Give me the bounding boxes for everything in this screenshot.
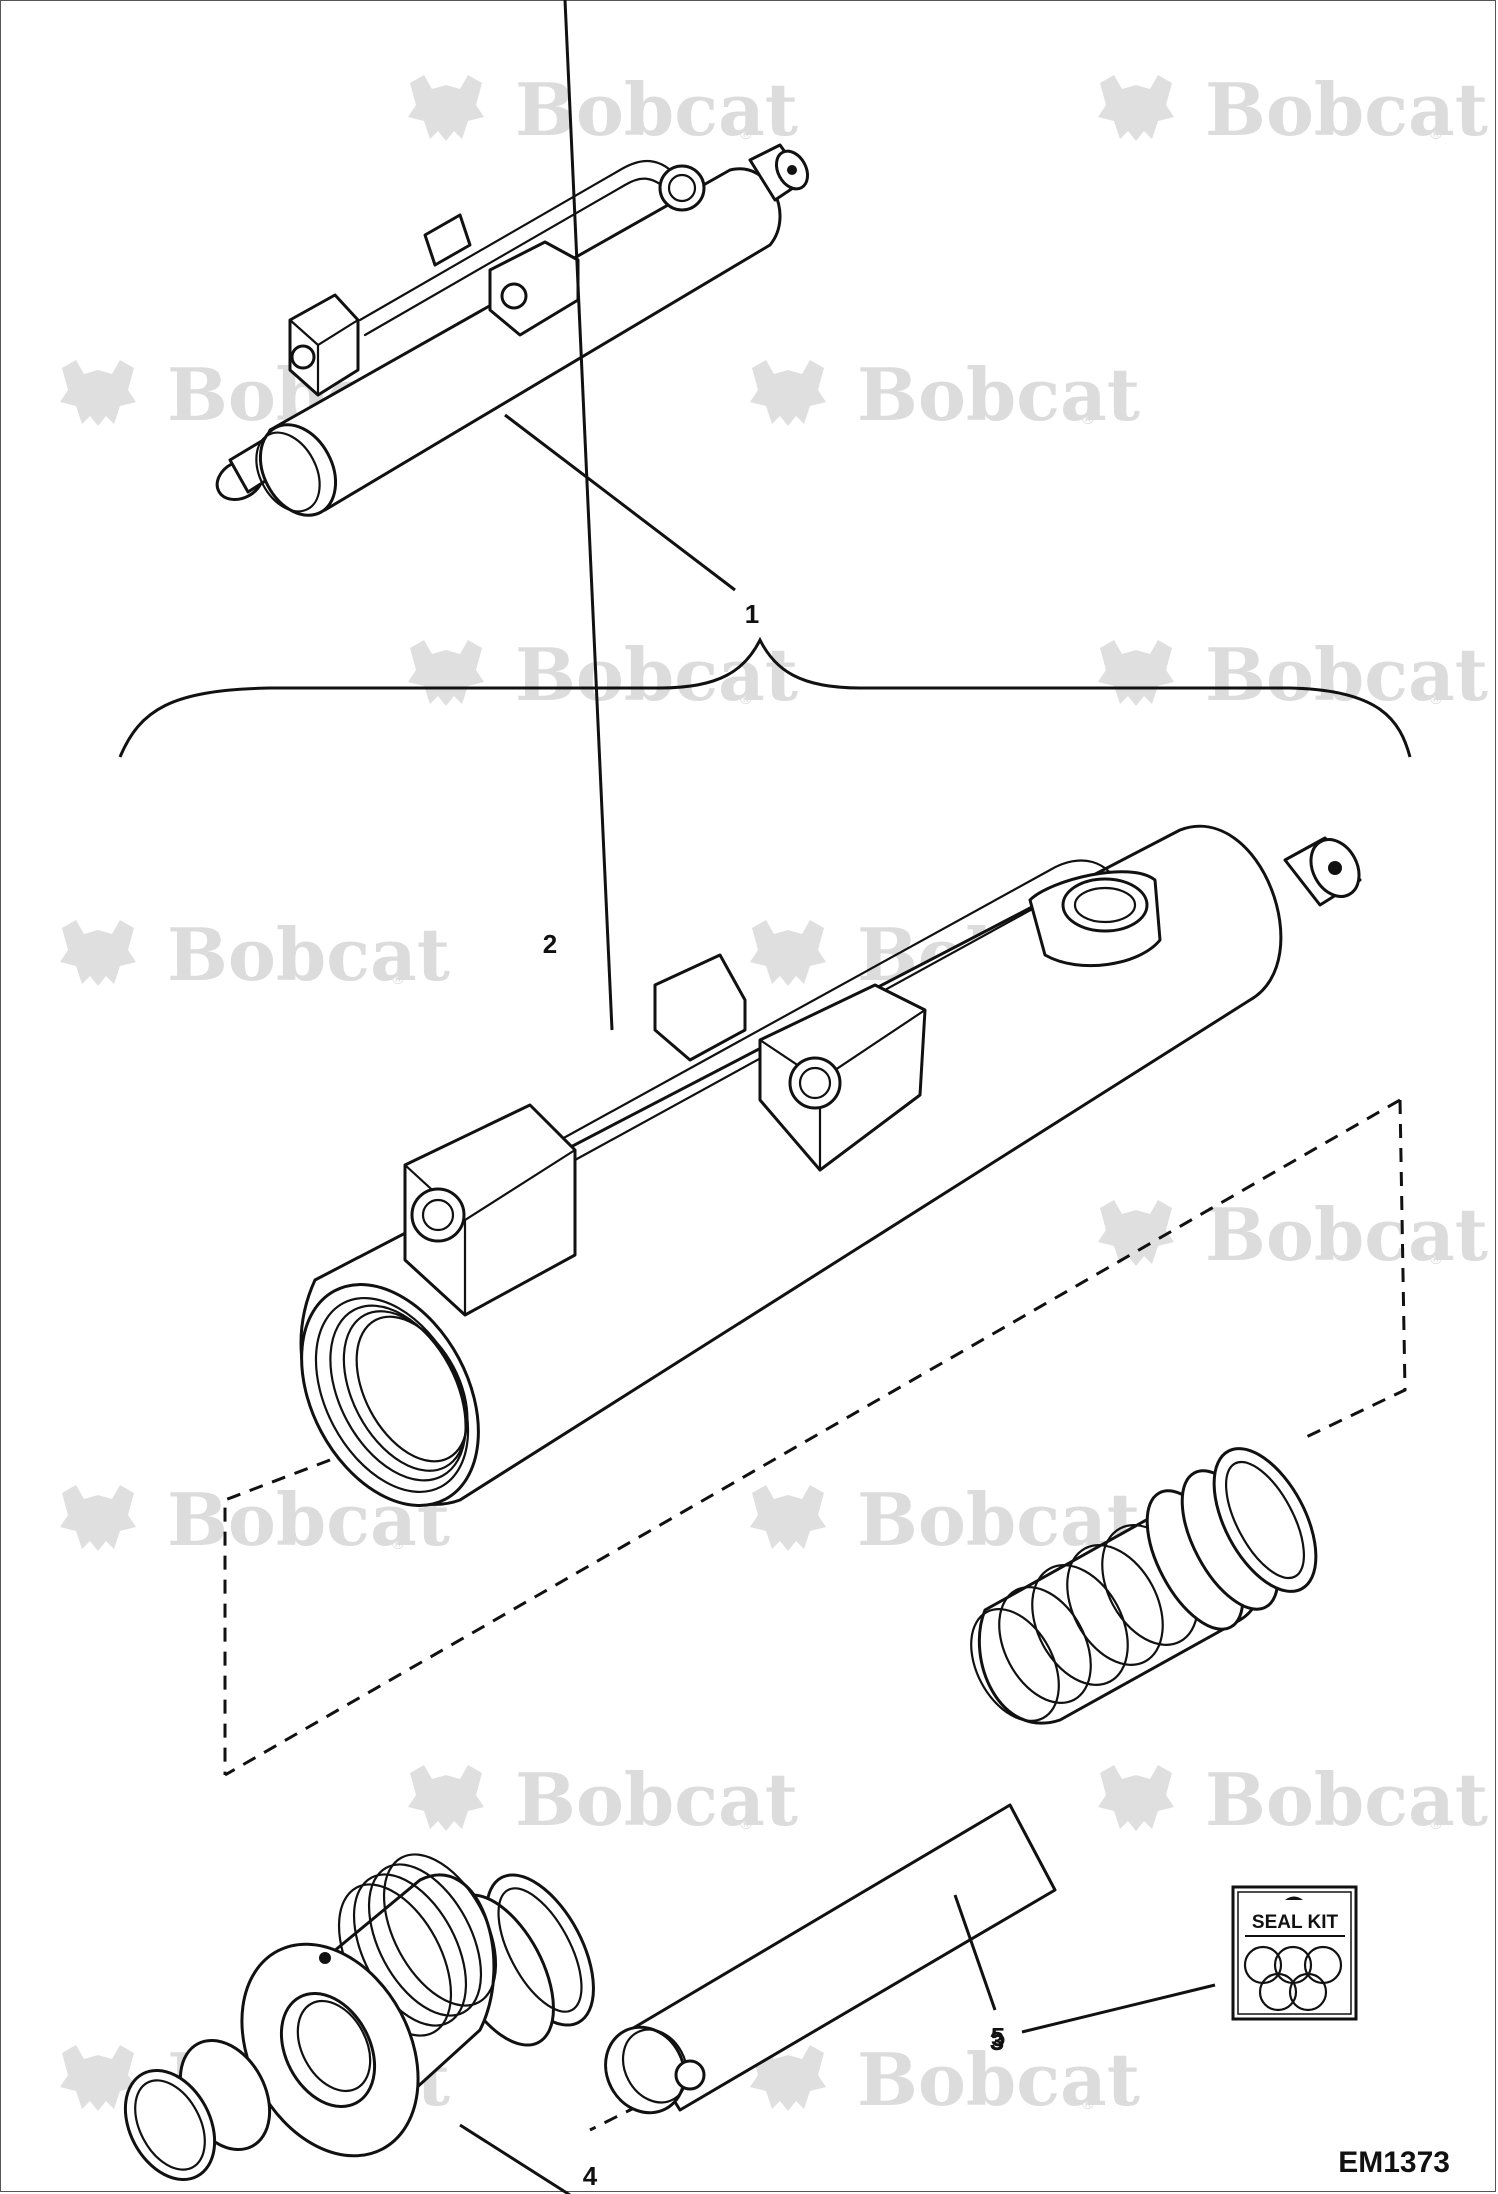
leader-line-5: [1021, 1983, 1216, 2034]
svg-text:®: ®: [392, 971, 404, 988]
svg-text:Bobcat: Bobcat: [857, 352, 1140, 437]
svg-text:®: ®: [740, 691, 752, 708]
svg-text:®: ®: [1082, 2096, 1094, 2113]
watermark: Bobcat®: [750, 352, 1140, 437]
svg-text:Bobcat: Bobcat: [1205, 67, 1488, 152]
watermark: Bobcat®: [750, 2037, 1140, 2122]
svg-text:Bobcat: Bobcat: [515, 632, 798, 717]
callout-5: 5: [991, 2022, 1005, 2052]
leader-line-2: [563, 0, 614, 1031]
callout-2: 2: [543, 929, 557, 959]
svg-text:®: ®: [1430, 691, 1442, 708]
cylinder-barrel: [299, 824, 1362, 1507]
leader-line-3: [953, 1894, 997, 2011]
callout-2-group: 2: [543, 0, 614, 1031]
svg-text:®: ®: [740, 126, 752, 143]
callout-1-group: 1: [118, 413, 1412, 758]
callout-5-group: 5: [991, 1983, 1216, 2052]
leader-line-4: [459, 2123, 571, 2194]
watermark: Bobcat®: [60, 912, 450, 997]
seal-kit-label: SEAL KIT: [1252, 1912, 1339, 1933]
figure-code: EM1373: [1338, 2146, 1450, 2179]
rod-and-piston: [604, 1447, 1318, 2115]
watermark: Bobcat®: [1098, 1757, 1488, 1842]
watermark: Bobcat®: [408, 67, 798, 152]
assembled-cylinder: [215, 143, 810, 517]
callout-4-group: 4: [459, 2123, 598, 2194]
seal-kit-icon: SEAL KIT: [1231, 1885, 1358, 2021]
callout-4: 4: [583, 2161, 598, 2191]
svg-text:Bobcat: Bobcat: [1205, 1757, 1488, 1842]
callout-3-group: 3: [953, 1894, 1004, 2056]
callout-3: 3: [990, 2026, 1004, 2056]
rod-gland: [123, 1853, 595, 2182]
assembly-brace: [118, 636, 1412, 758]
svg-text:Bobcat: Bobcat: [167, 912, 450, 997]
svg-text:®: ®: [392, 1536, 404, 1553]
svg-text:®: ®: [1430, 1251, 1442, 1268]
svg-text:Bobcat: Bobcat: [857, 2037, 1140, 2122]
watermark: Bobcat®: [1098, 632, 1488, 717]
svg-text:®: ®: [1082, 411, 1094, 428]
callout-1: 1: [745, 599, 759, 629]
svg-text:Bobcat: Bobcat: [515, 1757, 798, 1842]
svg-text:®: ®: [1430, 1816, 1442, 1833]
watermark: Bobcat®: [1098, 67, 1488, 152]
watermark: Bobcat®: [1098, 1192, 1488, 1277]
watermark: Bobcat®: [750, 1477, 1140, 1562]
svg-text:Bobcat: Bobcat: [515, 67, 798, 152]
svg-text:Bobcat: Bobcat: [1205, 632, 1488, 717]
svg-text:Bobcat: Bobcat: [1205, 1192, 1488, 1277]
watermark: Bobcat®: [408, 1757, 798, 1842]
watermark: Bobcat®: [408, 632, 798, 717]
leader-line-1: [504, 413, 736, 592]
svg-text:®: ®: [740, 1816, 752, 1833]
svg-text:Bobcat: Bobcat: [857, 1477, 1140, 1562]
svg-text:®: ®: [1430, 126, 1442, 143]
